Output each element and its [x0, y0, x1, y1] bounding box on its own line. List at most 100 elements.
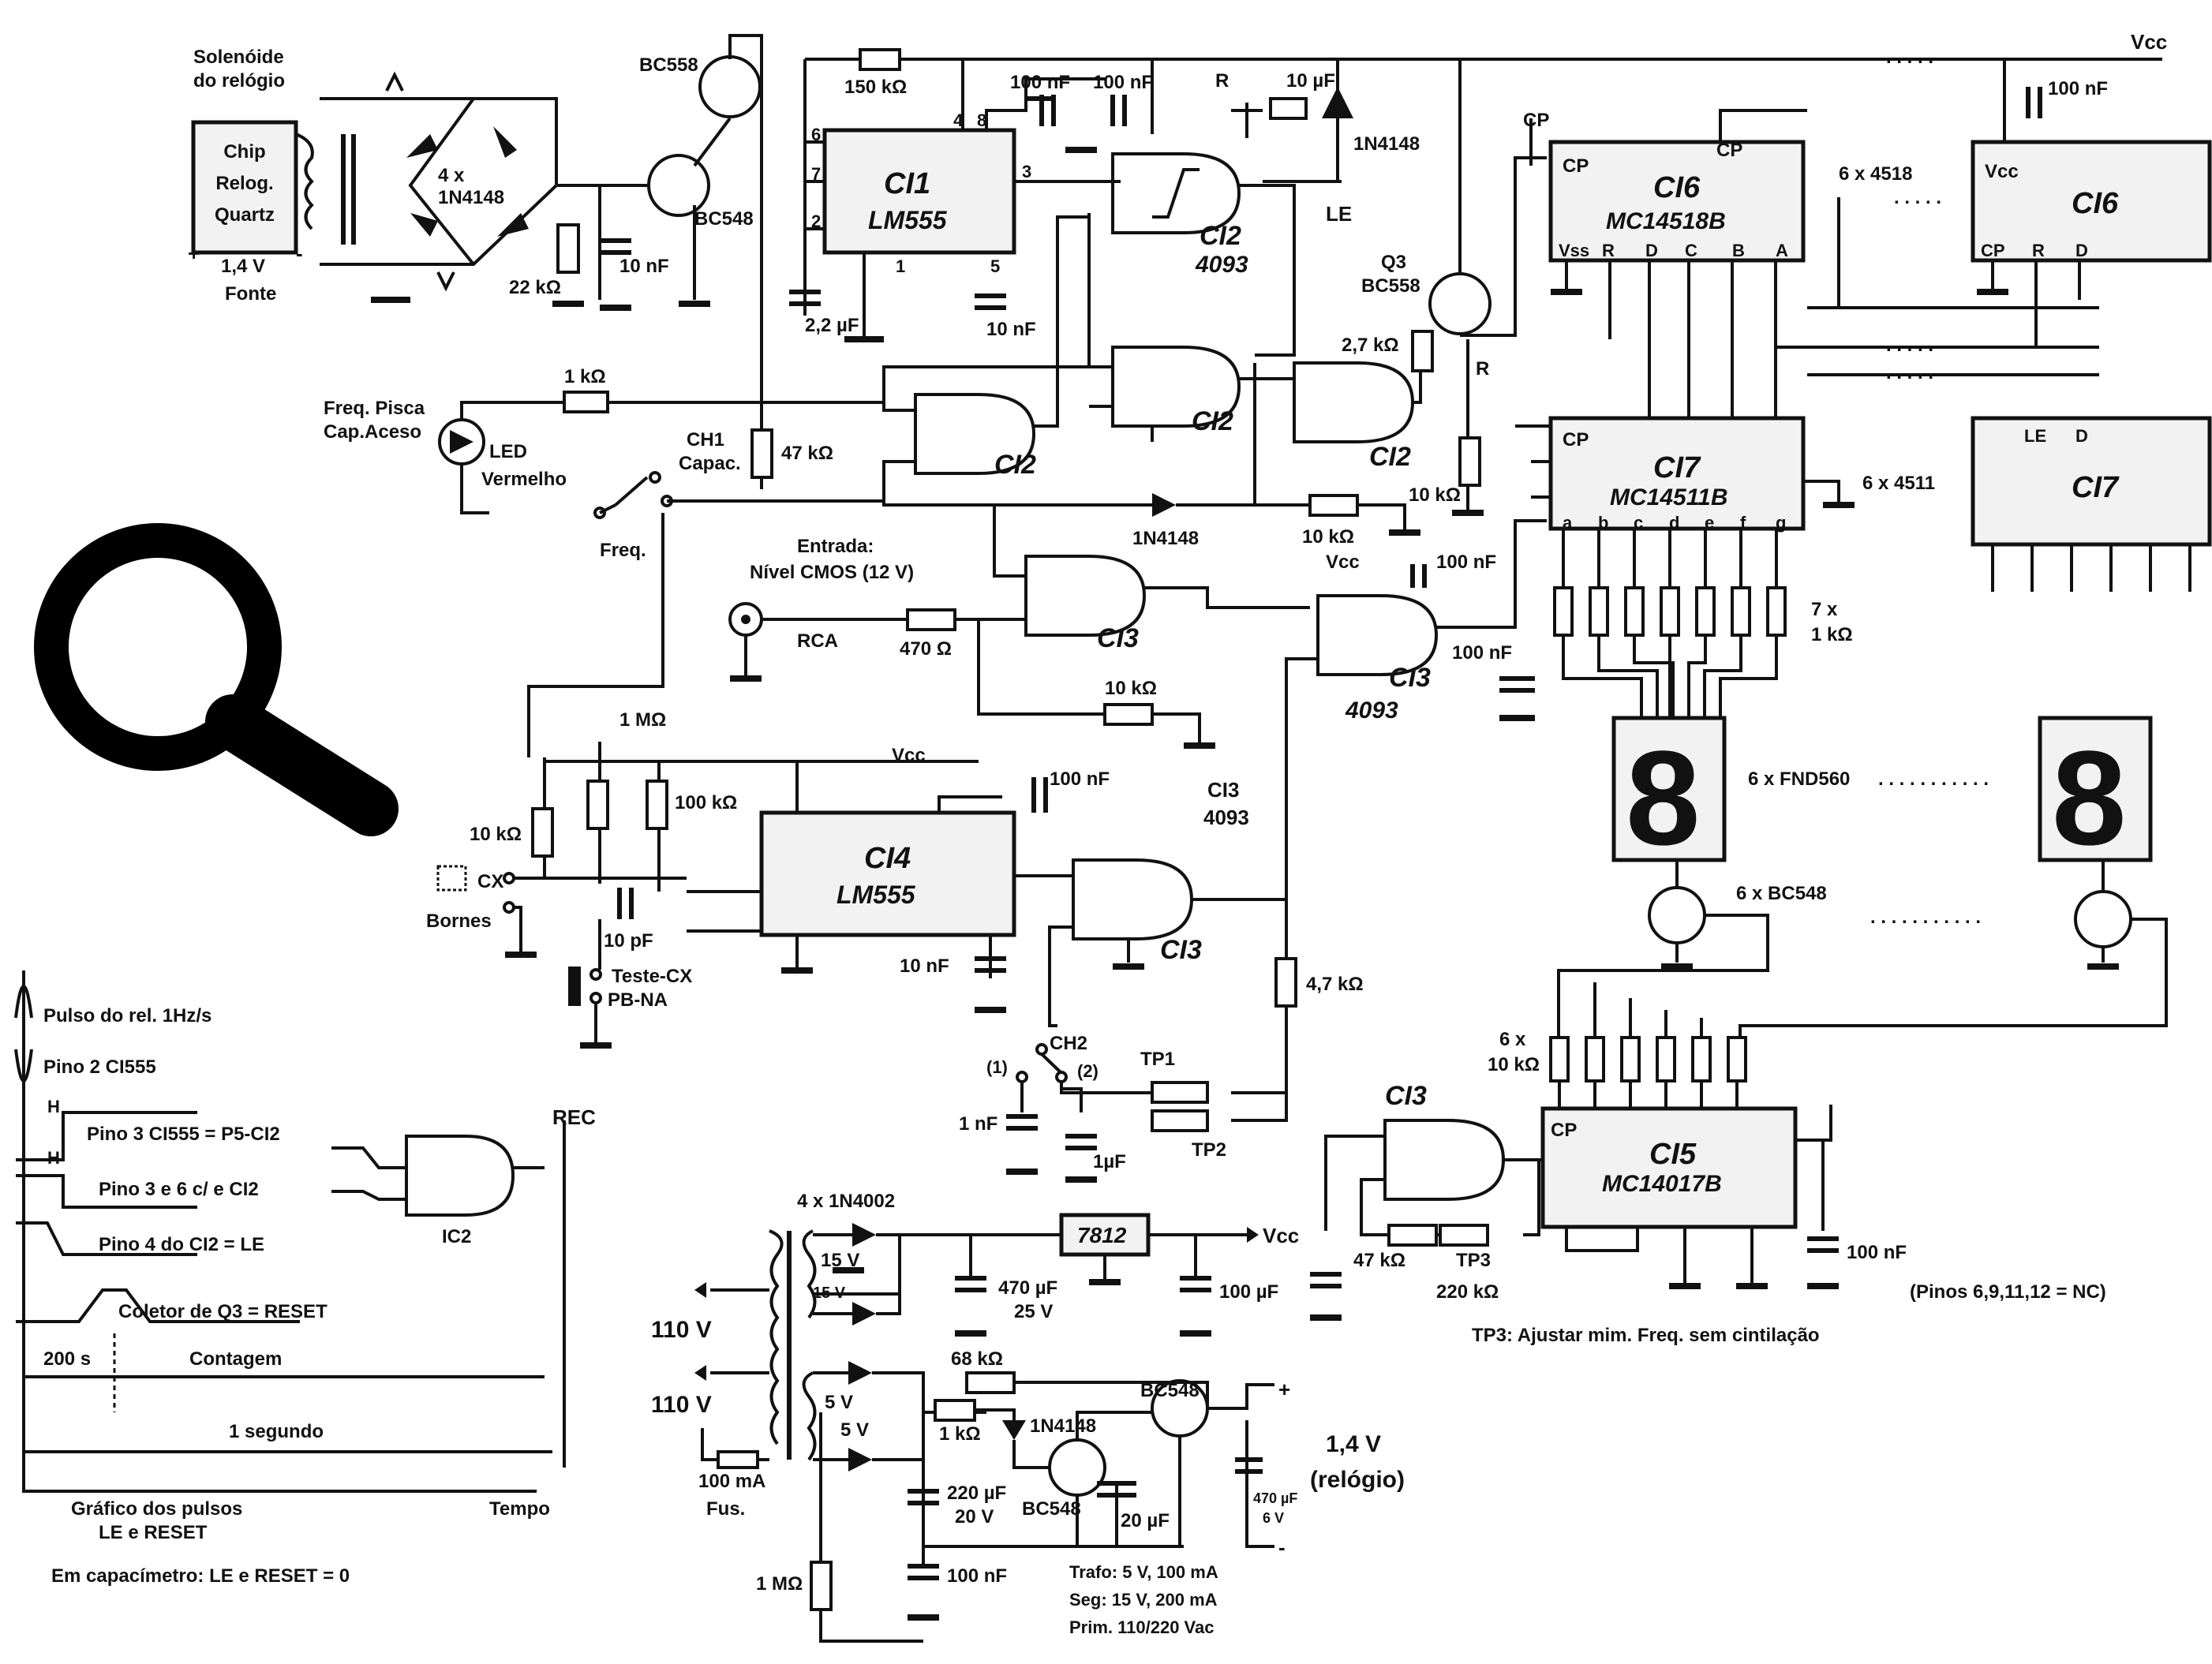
transistor-bc548-display-1 [1648, 886, 1706, 944]
display-1-digit: 8 [1626, 724, 1701, 873]
ch2-switch[interactable] [1035, 1043, 1048, 1056]
um-segundo-label: 1 segundo [229, 1421, 324, 1442]
ci3-b-label: CI3 [1389, 663, 1431, 693]
ch1-switch[interactable] [661, 495, 673, 507]
bc558-q3-label: BC558 [1361, 275, 1420, 297]
r4k7-label: 4,7 kΩ [1306, 974, 1364, 995]
r-q3-label: R [1476, 358, 1489, 380]
tp3-label: TP3 [1456, 1250, 1491, 1271]
bornes-label: Bornes [426, 911, 492, 932]
res7-label-2: 1 kΩ [1811, 624, 1853, 645]
r47k-b-label: 47 kΩ [1353, 1250, 1405, 1271]
res6-label-1: 6 x [1499, 1029, 1526, 1050]
ci7-label: CI7 [1653, 451, 1701, 484]
freq-led-label-2: Cap.Aceso [324, 421, 421, 443]
solenoid-label-2: do relógio [193, 70, 285, 92]
ci4-label: CI4 [864, 842, 911, 875]
pulse-label-6: Coletor de Q3 = RESET [118, 1301, 327, 1322]
power-transformer [769, 1229, 817, 1461]
svg-text:B: B [1732, 241, 1745, 260]
ci3-gate-a [1024, 555, 1147, 637]
ci6-right-vcc: Vcc [1985, 161, 2019, 182]
ci7-mc14511-label: MC14511B [1610, 484, 1728, 510]
c10n-b-label: 10 nF [986, 319, 1036, 340]
r10k-a-label: 10 kΩ [1409, 484, 1461, 506]
c100n-g-label: 100 nF [947, 1565, 1007, 1587]
r10k-b-label: 10 kΩ [1302, 526, 1354, 548]
pulse-label-4: Pino 3 e 6 c/ e CI2 [99, 1179, 259, 1200]
chip-label-2: Relog. [215, 173, 273, 194]
svg-text:1: 1 [896, 256, 905, 276]
v110b-label: 110 V [651, 1392, 712, 1418]
freq-label: Freq. [600, 540, 646, 561]
entrada-label-1: Entrada: [797, 536, 874, 557]
ci2-b-label: CI2 [1192, 406, 1233, 436]
trimmer-tp3[interactable] [1439, 1224, 1489, 1247]
bus-dots-1: . . . . . [1886, 335, 1933, 356]
fus-label-2: Fus. [706, 1498, 745, 1520]
c10n-label: 10 nF [619, 256, 669, 277]
n4093-b-label: 4093 [1345, 697, 1398, 724]
ci1-lm555-label: LM555 [868, 206, 948, 234]
vcc-dots: . . . . . [1886, 47, 1933, 68]
svg-text:c: c [1634, 513, 1643, 533]
svg-text:R: R [2032, 241, 2045, 260]
transistor-bc558 [698, 55, 762, 118]
svg-text:D: D [2075, 241, 2088, 260]
test-push-button[interactable] [568, 967, 581, 1006]
tempo-label: Tempo [489, 1498, 550, 1520]
teste-label-1: Teste-CX [612, 966, 692, 987]
ch2-pos-2: (2) [1077, 1061, 1099, 1081]
bc548x6-label: 6 x BC548 [1736, 883, 1827, 904]
v110a-label: 110 V [651, 1317, 712, 1343]
ci1-label: CI1 [884, 167, 930, 200]
chip-label-3: Quartz [215, 204, 275, 226]
transistor-bc548 [647, 154, 710, 217]
minus-label: - [296, 241, 303, 265]
freq-led-label-1: Freq. Pisca [324, 398, 425, 419]
capacimetro-label: Em capacímetro: LE e RESET = 0 [51, 1565, 350, 1587]
resistor-array-7x1k [1553, 586, 1787, 637]
ci7-right-label: CI7 [2072, 471, 2120, 504]
r1k-label: 1 kΩ [564, 366, 606, 387]
seven-segment-display-1 [1611, 716, 1727, 862]
teste-label-2: PB-NA [608, 989, 668, 1011]
bridge-label-1: 4 x [438, 165, 465, 186]
r1m-b-label: 1 MΩ [756, 1573, 803, 1595]
ci5-mc14017-label: MC14017B [1602, 1171, 1722, 1197]
d1n4148-mid-label: 1N4148 [1132, 528, 1199, 549]
trimmer-tp1[interactable] [1151, 1081, 1209, 1104]
r470-label: 470 Ω [900, 638, 952, 660]
ci6-right-label: CI6 [2072, 187, 2119, 220]
trafo-label-2: Seg: 15 V, 200 mA [1069, 1590, 1218, 1610]
res6-label-2: 10 kΩ [1488, 1054, 1540, 1075]
bus-dots-2: . . . . . [1886, 362, 1933, 383]
timing-graph [14, 970, 566, 1493]
fnd-dots: . . . . . . . . . . . [1878, 768, 1989, 790]
resistor-4k7 [1274, 957, 1297, 1008]
pulse-label-1: Pulso do rel. 1Hz/s [43, 1005, 211, 1026]
ci2-c-label: CI2 [1369, 442, 1411, 472]
fnd-label: 6 x FND560 [1748, 768, 1850, 790]
svg-text:D: D [1645, 241, 1658, 260]
trimmer-tp2[interactable] [1151, 1109, 1209, 1132]
t200-label: 200 s [43, 1348, 91, 1370]
cx-terminal[interactable] [436, 865, 467, 892]
r10k-d-label: 10 kΩ [470, 824, 522, 845]
ci2-d-label: CI2 [994, 450, 1036, 480]
d1n4148-ps-label: 1N4148 [1030, 1415, 1096, 1437]
resistor-100k [646, 780, 668, 830]
r10k-c-label: 10 kΩ [1105, 678, 1157, 699]
v14-label-2: (relógio) [1310, 1467, 1405, 1493]
q3-label: Q3 [1381, 252, 1406, 273]
ch1-label-2: Capac. [679, 453, 741, 474]
pulse-label-2: Pino 2 CI555 [43, 1056, 156, 1078]
magnifier-icon[interactable] [34, 523, 399, 836]
svg-text:g: g [1776, 513, 1786, 533]
x4511-label: 6 x 4511 [1862, 473, 1935, 494]
c100n-f-label: 100 nF [1847, 1242, 1907, 1263]
v14-plus: + [1278, 1378, 1290, 1401]
